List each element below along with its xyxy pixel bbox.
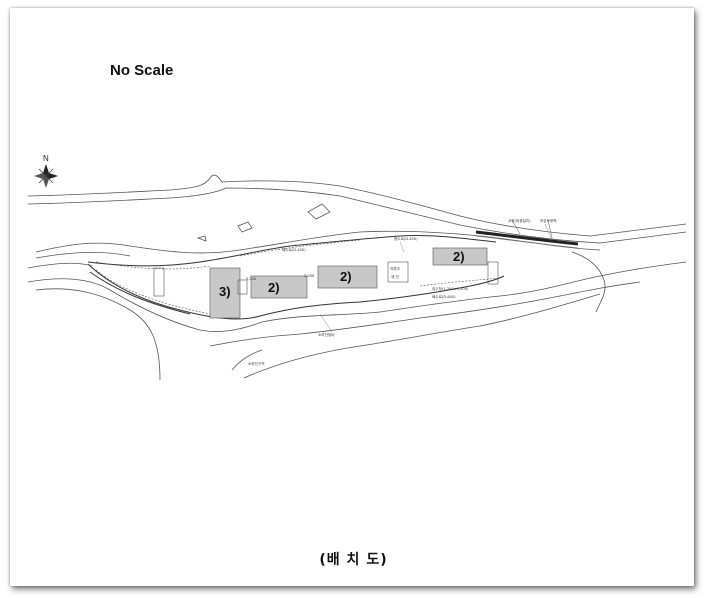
- svg-text:저류조: 저류조: [390, 266, 401, 271]
- label-bank-top-right: 교량(파종설치): [508, 218, 531, 223]
- label-dim2: 2,000: [304, 274, 315, 278]
- caption: (배 치 도): [319, 552, 388, 568]
- north-label: N: [43, 154, 49, 163]
- north-arrow-icon: N: [34, 154, 58, 188]
- label-pipe-right2: 배수로(D-600): [432, 294, 456, 299]
- bridge: [475, 219, 579, 249]
- building-b4: 2): [432, 247, 488, 266]
- label-pipe-right1: 집수정(1,200×1,200): [432, 286, 469, 291]
- label-bank-far-right: 보강토옹벽: [540, 218, 557, 223]
- svg-text:재 민: 재 민: [391, 274, 399, 279]
- scale-note: No Scale: [110, 62, 174, 79]
- label-bank-top-left: 용수로(D-450): [394, 236, 418, 241]
- small-structures: [153, 261, 499, 297]
- drainage-lines: [95, 239, 501, 315]
- label-dim1: 5,200: [246, 277, 257, 281]
- drawing-frame: [10, 8, 694, 586]
- svg-text:2): 2): [268, 280, 280, 295]
- svg-text:3): 3): [219, 284, 231, 299]
- label-bottom-mid: 소하천정비: [318, 332, 335, 337]
- leader-lines: [319, 223, 553, 333]
- label-pipe-top: 배수로(D-450): [282, 247, 306, 252]
- annotation-labels: 배수로(D-450) 집수정(1,200×1,200) 배수로(D-600) 용…: [246, 218, 557, 366]
- river-bank-lines: [27, 251, 687, 381]
- building-b3: 2): [317, 265, 378, 289]
- label-bottom-left: 소하천구역: [248, 361, 265, 366]
- site-boundary: [87, 234, 505, 320]
- terrain-lines: [27, 174, 687, 259]
- svg-text:2): 2): [340, 269, 352, 284]
- building-b1: 3): [209, 267, 241, 319]
- facility-box: 저류조 재 민: [387, 261, 409, 283]
- building-b2: 2): [250, 275, 308, 299]
- svg-text:2): 2): [453, 249, 465, 264]
